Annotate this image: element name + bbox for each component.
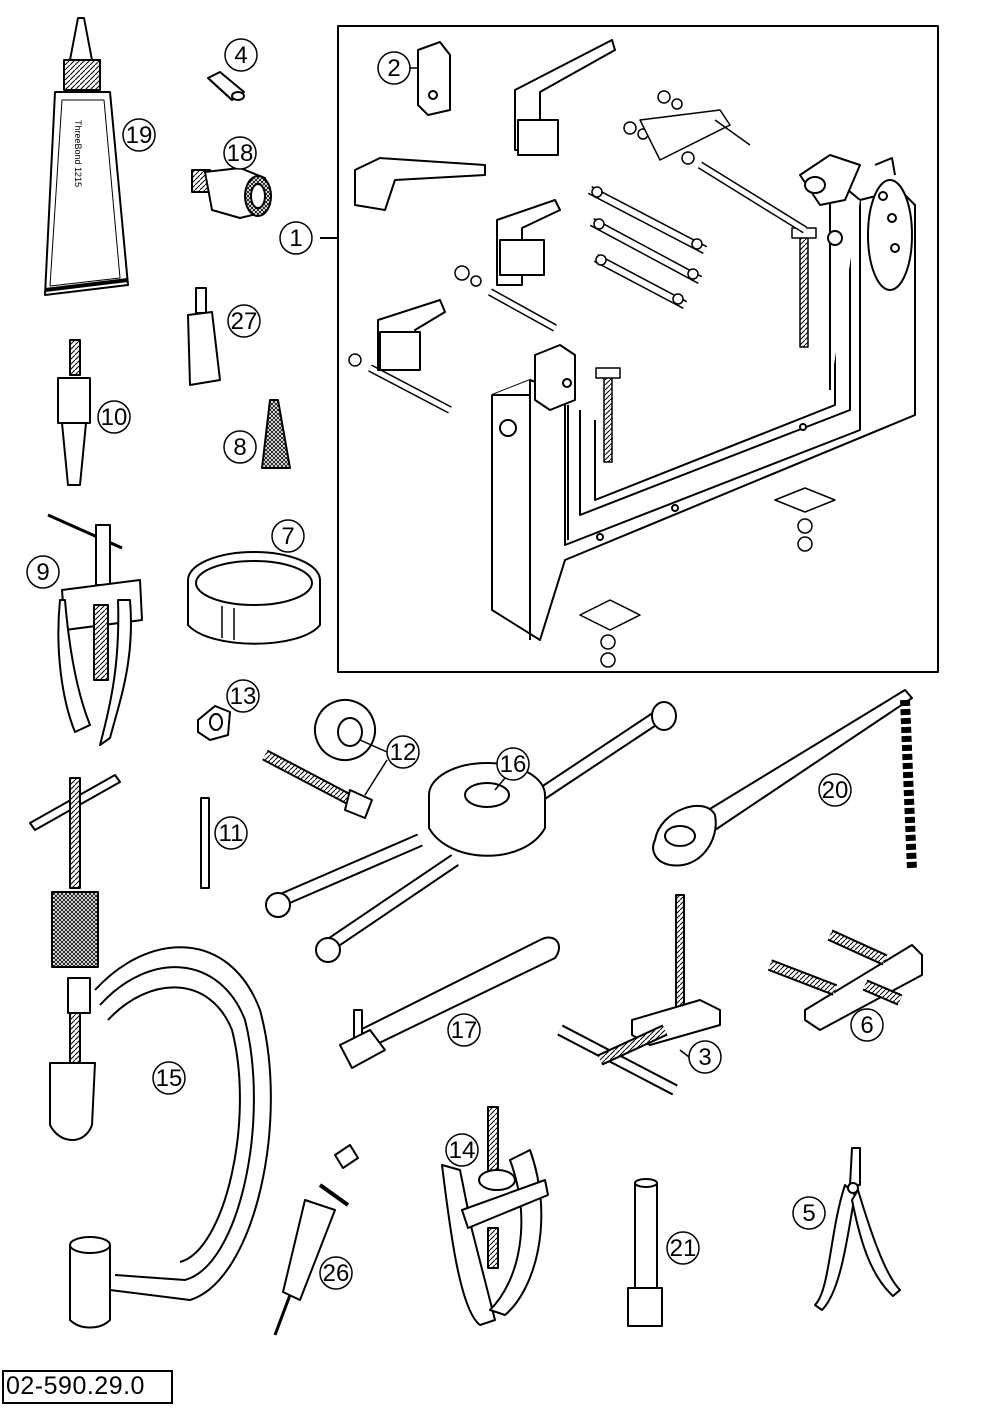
callout-number-1: 1 bbox=[289, 225, 302, 252]
callout-11 bbox=[214, 816, 248, 850]
callout-26 bbox=[319, 1256, 353, 1290]
callout-4 bbox=[224, 38, 258, 72]
callout-21 bbox=[666, 1231, 700, 1265]
callout-number-20: 20 bbox=[822, 777, 849, 804]
part-11-pin bbox=[200, 797, 210, 889]
callout-27 bbox=[227, 304, 261, 338]
engine-stand-box bbox=[337, 25, 939, 673]
part-12-bolt-ring bbox=[262, 699, 376, 819]
callout-7 bbox=[271, 519, 305, 553]
callout-number-18: 18 bbox=[227, 140, 254, 167]
part-5-pliers bbox=[814, 1147, 901, 1311]
callout-number-11: 11 bbox=[219, 820, 244, 847]
callout-number-10: 10 bbox=[101, 404, 128, 431]
callout-number-5: 5 bbox=[802, 1200, 815, 1227]
part-26-syringe bbox=[273, 1144, 359, 1336]
tube-brand: ThreeBond bbox=[73, 120, 83, 165]
drawing-code: 02-590.29.0 bbox=[6, 1372, 145, 1400]
part-15-valve-spring-compressor bbox=[29, 774, 272, 1329]
callout-number-27: 27 bbox=[231, 308, 258, 335]
callout-1 bbox=[279, 221, 313, 255]
part-17-wrench bbox=[339, 936, 560, 1069]
callout-15 bbox=[152, 1061, 186, 1095]
callout-number-13: 13 bbox=[230, 683, 257, 710]
callout-13 bbox=[226, 679, 260, 713]
callout-number-21: 21 bbox=[670, 1235, 697, 1262]
callout-3 bbox=[679, 1040, 722, 1074]
callout-16 bbox=[494, 747, 530, 791]
stand-brackets bbox=[354, 39, 616, 371]
part-10-slide-hammer bbox=[57, 339, 91, 486]
callout-20 bbox=[818, 773, 852, 807]
callout-12 bbox=[359, 735, 420, 796]
callout-number-4: 4 bbox=[234, 42, 247, 69]
part-13-nut bbox=[197, 705, 231, 741]
callout-19 bbox=[122, 118, 156, 152]
part-9-puller bbox=[47, 513, 143, 746]
callout-number-19: 19 bbox=[126, 122, 153, 149]
stand-bolts bbox=[348, 90, 836, 668]
part-18-adapter bbox=[191, 167, 272, 219]
drawing-code-box bbox=[2, 1370, 173, 1404]
callout-5 bbox=[792, 1196, 826, 1230]
callout-17 bbox=[447, 1013, 481, 1047]
callout-number-2: 2 bbox=[387, 55, 400, 82]
part-14-puller bbox=[441, 1106, 549, 1326]
part-3-tool bbox=[557, 894, 721, 1096]
part-19-threebond-tube bbox=[44, 17, 129, 296]
callout-10 bbox=[97, 400, 131, 434]
part-27-bottle bbox=[187, 287, 221, 386]
part-6-tool bbox=[767, 929, 923, 1031]
part-8-brush bbox=[261, 399, 291, 469]
callout-number-16: 16 bbox=[500, 751, 527, 778]
callout-number-8: 8 bbox=[233, 434, 246, 461]
part-16-holding-tool bbox=[265, 701, 677, 963]
tube-code: 1215 bbox=[73, 167, 83, 188]
callout-number-6: 6 bbox=[860, 1012, 873, 1039]
callout-18 bbox=[223, 136, 257, 170]
callout-number-3: 3 bbox=[698, 1044, 711, 1071]
part-7-ring bbox=[187, 551, 321, 645]
engine-stand-frame bbox=[491, 154, 916, 641]
callout-number-14: 14 bbox=[449, 1137, 476, 1164]
callout-number-17: 17 bbox=[451, 1017, 478, 1044]
callout-14 bbox=[445, 1133, 479, 1167]
callout-number-12: 12 bbox=[390, 739, 417, 766]
part-20-chain-wrench bbox=[652, 689, 917, 871]
callout-number-7: 7 bbox=[281, 523, 294, 550]
callout-number-9: 9 bbox=[36, 559, 49, 586]
part-21-mandrel bbox=[627, 1178, 663, 1327]
tube-label: ThreeBond 1215 bbox=[73, 120, 83, 187]
callout-9 bbox=[26, 555, 60, 589]
callout-2 bbox=[377, 51, 418, 85]
callout-6 bbox=[850, 1008, 884, 1042]
callout-number-15: 15 bbox=[156, 1065, 183, 1092]
callout-number-26: 26 bbox=[323, 1260, 350, 1287]
callout-8 bbox=[223, 430, 257, 464]
